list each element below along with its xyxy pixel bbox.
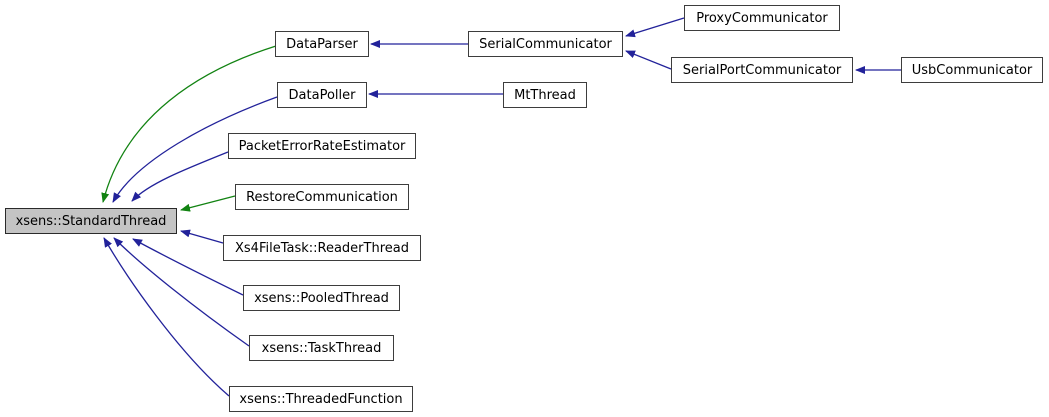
node-serial-port-communicator[interactable]: SerialPortCommunicator	[671, 57, 853, 83]
node-pooled-thread[interactable]: xsens::PooledThread	[243, 285, 400, 311]
edge-pooled-thread-to-standard-thread	[132, 238, 244, 296]
node-serial-communicator[interactable]: SerialCommunicator	[468, 31, 623, 57]
node-task-thread[interactable]: xsens::TaskThread	[249, 335, 394, 361]
node-data-poller[interactable]: DataPoller	[277, 82, 367, 108]
node-threaded-function[interactable]: xsens::ThreadedFunction	[229, 386, 413, 412]
edge-data-poller-to-standard-thread	[112, 96, 278, 203]
edge-restore-communication-to-standard-thread	[180, 195, 236, 212]
node-xs4filetask-reader-thread[interactable]: Xs4FileTask::ReaderThread	[223, 235, 421, 261]
node-mt-thread[interactable]: MtThread	[503, 82, 587, 108]
edge-proxy-communicator-to-serial-communicator	[625, 17, 685, 38]
node-usb-communicator[interactable]: UsbCommunicator	[901, 57, 1043, 83]
edge-threaded-function-to-standard-thread	[103, 237, 230, 397]
edge-packet-error-rate-estimator-to-standard-thread	[131, 151, 229, 202]
edge-xs4filetask-reader-thread-to-standard-thread	[180, 229, 224, 244]
edge-task-thread-to-standard-thread	[113, 237, 250, 347]
node-packet-error-rate-estimator[interactable]: PacketErrorRateEstimator	[228, 133, 416, 159]
node-standard-thread: xsens::StandardThread	[5, 208, 177, 234]
edge-data-parser-to-standard-thread	[101, 45, 277, 203]
node-restore-communication[interactable]: RestoreCommunication	[235, 184, 409, 210]
node-data-parser[interactable]: DataParser	[275, 31, 369, 57]
node-proxy-communicator[interactable]: ProxyCommunicator	[684, 5, 840, 31]
edge-serial-port-communicator-to-serial-communicator	[625, 50, 672, 70]
